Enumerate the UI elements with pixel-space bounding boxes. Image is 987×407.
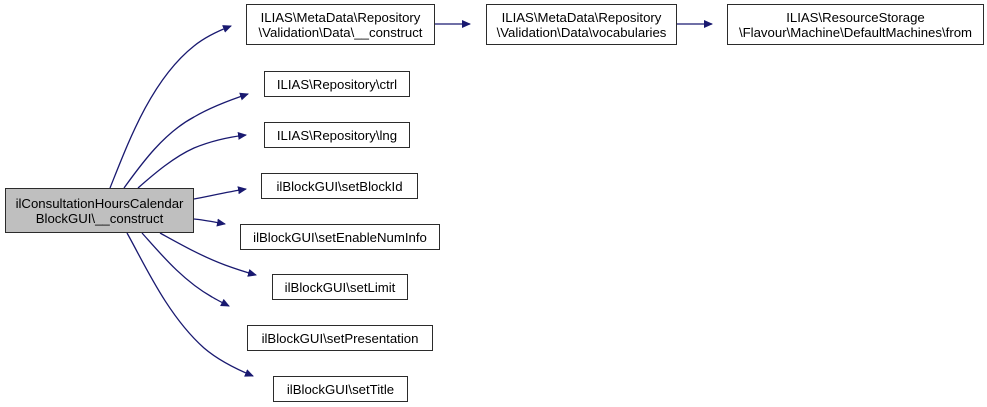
call-edge-root-to-ctrl xyxy=(123,92,249,189)
graph-node-label-setEnableNumInfo: ilBlockGUI\setEnableNumInfo xyxy=(253,229,427,245)
graph-node-label-root: ilConsultationHoursCalendar BlockGUI\__c… xyxy=(15,195,184,226)
graph-node-setTitle[interactable]: ilBlockGUI\setTitle xyxy=(273,376,408,402)
graph-node-data_construct[interactable]: ILIAS\MetaData\Repository \Validation\Da… xyxy=(246,4,435,45)
graph-node-ctrl[interactable]: ILIAS\Repository\ctrl xyxy=(264,71,410,97)
graph-node-root[interactable]: ilConsultationHoursCalendar BlockGUI\__c… xyxy=(5,188,194,233)
graph-node-label-setPresentation: ilBlockGUI\setPresentation xyxy=(261,330,419,346)
call-edge-root-to-setBlockId xyxy=(193,186,247,200)
graph-node-lng[interactable]: ILIAS\Repository\lng xyxy=(264,122,410,148)
graph-node-setPresentation[interactable]: ilBlockGUI\setPresentation xyxy=(247,325,433,351)
graph-node-defaultmachines_from[interactable]: ILIAS\ResourceStorage \Flavour\Machine\D… xyxy=(727,4,984,45)
graph-node-label-setLimit: ilBlockGUI\setLimit xyxy=(284,279,396,295)
graph-node-label-defaultmachines_from: ILIAS\ResourceStorage \Flavour\Machine\D… xyxy=(738,9,973,40)
graph-node-label-setTitle: ilBlockGUI\setTitle xyxy=(286,381,395,397)
graph-node-setBlockId[interactable]: ilBlockGUI\setBlockId xyxy=(261,173,418,199)
call-edge-root-to-lng xyxy=(137,131,247,189)
graph-node-label-vocabularies: ILIAS\MetaData\Repository \Validation\Da… xyxy=(496,9,667,40)
call-edge-root-to-setPresentation xyxy=(141,232,230,307)
graph-node-vocabularies[interactable]: ILIAS\MetaData\Repository \Validation\Da… xyxy=(486,4,677,45)
call-edge-root-to-setTitle xyxy=(126,232,254,377)
graph-node-setLimit[interactable]: ilBlockGUI\setLimit xyxy=(272,274,408,300)
edges-group xyxy=(109,20,713,377)
graph-node-setEnableNumInfo[interactable]: ilBlockGUI\setEnableNumInfo xyxy=(240,224,440,250)
call-edge-root-to-setEnableNumInfo xyxy=(193,218,226,227)
graph-node-label-ctrl: ILIAS\Repository\ctrl xyxy=(276,76,398,92)
call-edge-root-to-data_construct xyxy=(109,25,232,189)
graph-node-label-setBlockId: ilBlockGUI\setBlockId xyxy=(276,178,403,194)
graph-node-label-lng: ILIAS\Repository\lng xyxy=(276,127,398,143)
graph-node-label-data_construct: ILIAS\MetaData\Repository \Validation\Da… xyxy=(258,9,423,40)
